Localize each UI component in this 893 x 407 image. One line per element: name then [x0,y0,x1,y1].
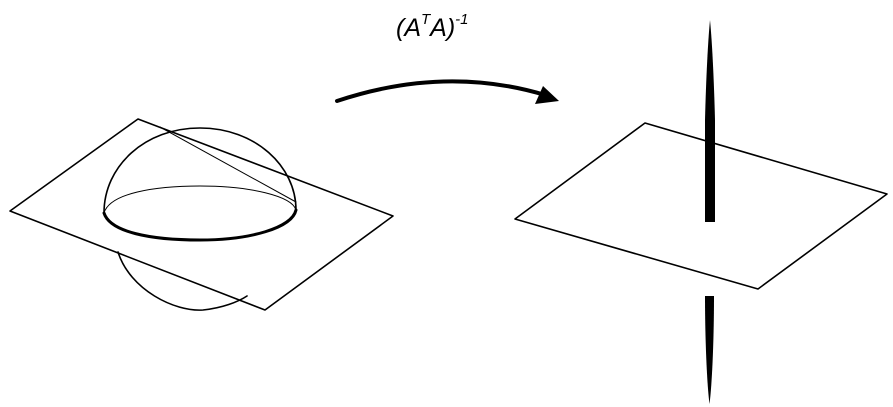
left-plane [9,118,394,311]
label-middle: A) [430,14,456,42]
equator-front [102,208,298,242]
label-base: (A [396,14,421,42]
arrowhead [535,86,559,104]
upper-hemisphere [103,127,297,214]
ellipsoid-with-plane [514,20,888,404]
right-plane [514,122,888,290]
label-transpose-sup: T [421,10,431,28]
equator-back [103,185,297,214]
sphere-with-plane [9,118,394,311]
label-inverse-sup: -1 [455,10,469,28]
transform-arrow [335,79,559,104]
lower-spindle [705,296,714,404]
lower-hemisphere [117,251,248,311]
upper-spindle [705,20,715,222]
arrow-curve [335,79,547,103]
transform-label: (ATA)-1 [396,12,469,42]
plane-edge-through-dome [159,126,297,203]
